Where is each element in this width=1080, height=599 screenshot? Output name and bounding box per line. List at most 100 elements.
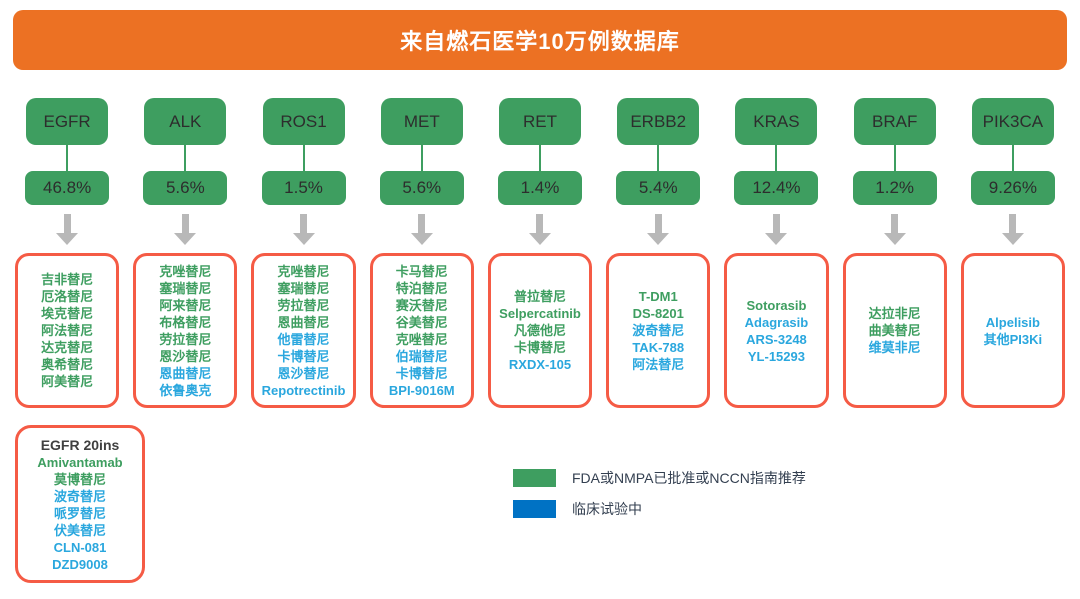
drug-name: Selpercatinib: [499, 306, 581, 321]
drug-name: 卡博替尼: [513, 340, 566, 355]
arrow-head: [765, 233, 788, 245]
arrow-shaft: [63, 214, 71, 233]
drug-name: 布格替尼: [159, 314, 212, 330]
frequency-box-ros1: 1.5%: [261, 171, 346, 205]
drug-name: Adagrasib: [744, 314, 809, 330]
arrow-shaft: [1009, 214, 1017, 233]
down-arrow-icon: [647, 214, 670, 245]
drug-name: 卡博替尼: [277, 348, 330, 364]
legend-item-approved: FDA或NMPA已批准或NCCN指南推荐: [513, 468, 806, 488]
drug-name: Alpelisib: [985, 314, 1040, 330]
down-arrow-icon: [56, 214, 79, 245]
connector-line: [538, 145, 541, 171]
drug-name: 维莫非尼: [868, 340, 921, 355]
drug-name: 劳拉替尼: [159, 331, 212, 347]
arrow-head: [647, 233, 670, 245]
gene-box-met: MET: [380, 98, 463, 145]
drug-name: T-DM1: [638, 289, 678, 304]
legend-label-approved: FDA或NMPA已批准或NCCN指南推荐: [572, 470, 806, 486]
arrow-head: [56, 233, 79, 245]
drug-name: 塞瑞替尼: [277, 280, 330, 296]
drug-name: 吉非替尼: [41, 272, 94, 287]
drug-name: 卡马替尼: [395, 263, 448, 279]
drug-name: 奥希替尼: [41, 357, 94, 372]
egfr-20ins-title: EGFR 20ins: [40, 436, 120, 453]
frequency-box-alk: 5.6%: [143, 171, 228, 205]
connector-line: [184, 145, 187, 171]
arrow-shaft: [418, 214, 426, 233]
down-arrow-icon: [292, 214, 315, 245]
drug-name: RXDX-105: [508, 357, 572, 372]
frequency-box-erbb2: 5.4%: [616, 171, 701, 205]
drug-name: 曲美替尼: [868, 323, 921, 338]
drug-name: 普拉替尼: [513, 289, 566, 304]
frequency-box-pik3ca: 9.26%: [970, 171, 1055, 205]
legend-item-trial: 临床试验中: [513, 499, 806, 519]
drug-name: 他雷替尼: [277, 331, 330, 347]
arrow-shaft: [536, 214, 544, 233]
gene-box-egfr: EGFR: [26, 98, 109, 145]
drug-name: 依鲁奥克: [159, 382, 212, 398]
connector-line: [66, 145, 69, 171]
connector-line: [893, 145, 896, 171]
down-arrow-icon: [174, 214, 197, 245]
gene-box-ret: RET: [498, 98, 581, 145]
gene-box-kras: KRAS: [735, 98, 818, 145]
drug-name: Repotrectinib: [261, 382, 346, 398]
arrow-head: [883, 233, 906, 245]
drug-list-egfr: 吉非替尼厄洛替尼埃克替尼阿法替尼达克替尼奥希替尼阿美替尼: [15, 253, 120, 408]
frequency-box-kras: 12.4%: [734, 171, 819, 205]
drug-name: 达克替尼: [41, 340, 94, 355]
down-arrow-icon: [883, 214, 906, 245]
drug-name: 劳拉替尼: [277, 297, 330, 313]
drug-name: 恩沙替尼: [277, 365, 330, 381]
connector-line: [657, 145, 660, 171]
drug-name: 谷美替尼: [395, 314, 448, 330]
drug-name: DS-8201: [632, 306, 684, 321]
drug-name: 阿美替尼: [41, 374, 94, 389]
drug-name: YL-15293: [747, 348, 805, 364]
arrow-shaft: [181, 214, 189, 233]
trial-swatch-icon: [513, 500, 556, 518]
arrow-shaft: [772, 214, 780, 233]
drug-name: BPI-9016M: [388, 382, 455, 398]
gene-box-alk: ALK: [144, 98, 227, 145]
drug-name: 卡博替尼: [395, 365, 448, 381]
drug-name: 阿法替尼: [41, 323, 94, 338]
drug-name: 达拉非尼: [868, 306, 921, 321]
arrow-shaft: [891, 214, 899, 233]
frequency-box-met: 5.6%: [379, 171, 464, 205]
drug-name: 塞瑞替尼: [159, 280, 212, 296]
drug-name: 阿法替尼: [632, 357, 685, 372]
drug-name: 恩曲替尼: [277, 314, 330, 330]
down-arrow-icon: [528, 214, 551, 245]
legend: FDA或NMPA已批准或NCCN指南推荐 临床试验中: [513, 468, 806, 530]
drug-name: ARS-3248: [746, 331, 807, 347]
drug-name: 阿来替尼: [159, 297, 212, 313]
drug-name: 哌罗替尼: [53, 505, 106, 521]
drug-name: 克唑替尼: [277, 263, 330, 279]
drug-name: Sotorasib: [746, 297, 807, 313]
drug-name: CLN-081: [53, 539, 107, 555]
down-arrow-icon: [765, 214, 788, 245]
drug-name: 伯瑞替尼: [395, 348, 448, 364]
down-arrow-icon: [1001, 214, 1024, 245]
drug-name: 厄洛替尼: [41, 289, 94, 304]
drug-list-braf: 达拉非尼曲美替尼维莫非尼: [842, 253, 947, 408]
arrow-shaft: [654, 214, 662, 233]
drug-name: 赛沃替尼: [395, 297, 448, 313]
frequency-box-egfr: 46.8%: [25, 171, 110, 205]
arrow-head: [174, 233, 197, 245]
drug-name: 恩沙替尼: [159, 348, 212, 364]
gene-box-ros1: ROS1: [262, 98, 345, 145]
